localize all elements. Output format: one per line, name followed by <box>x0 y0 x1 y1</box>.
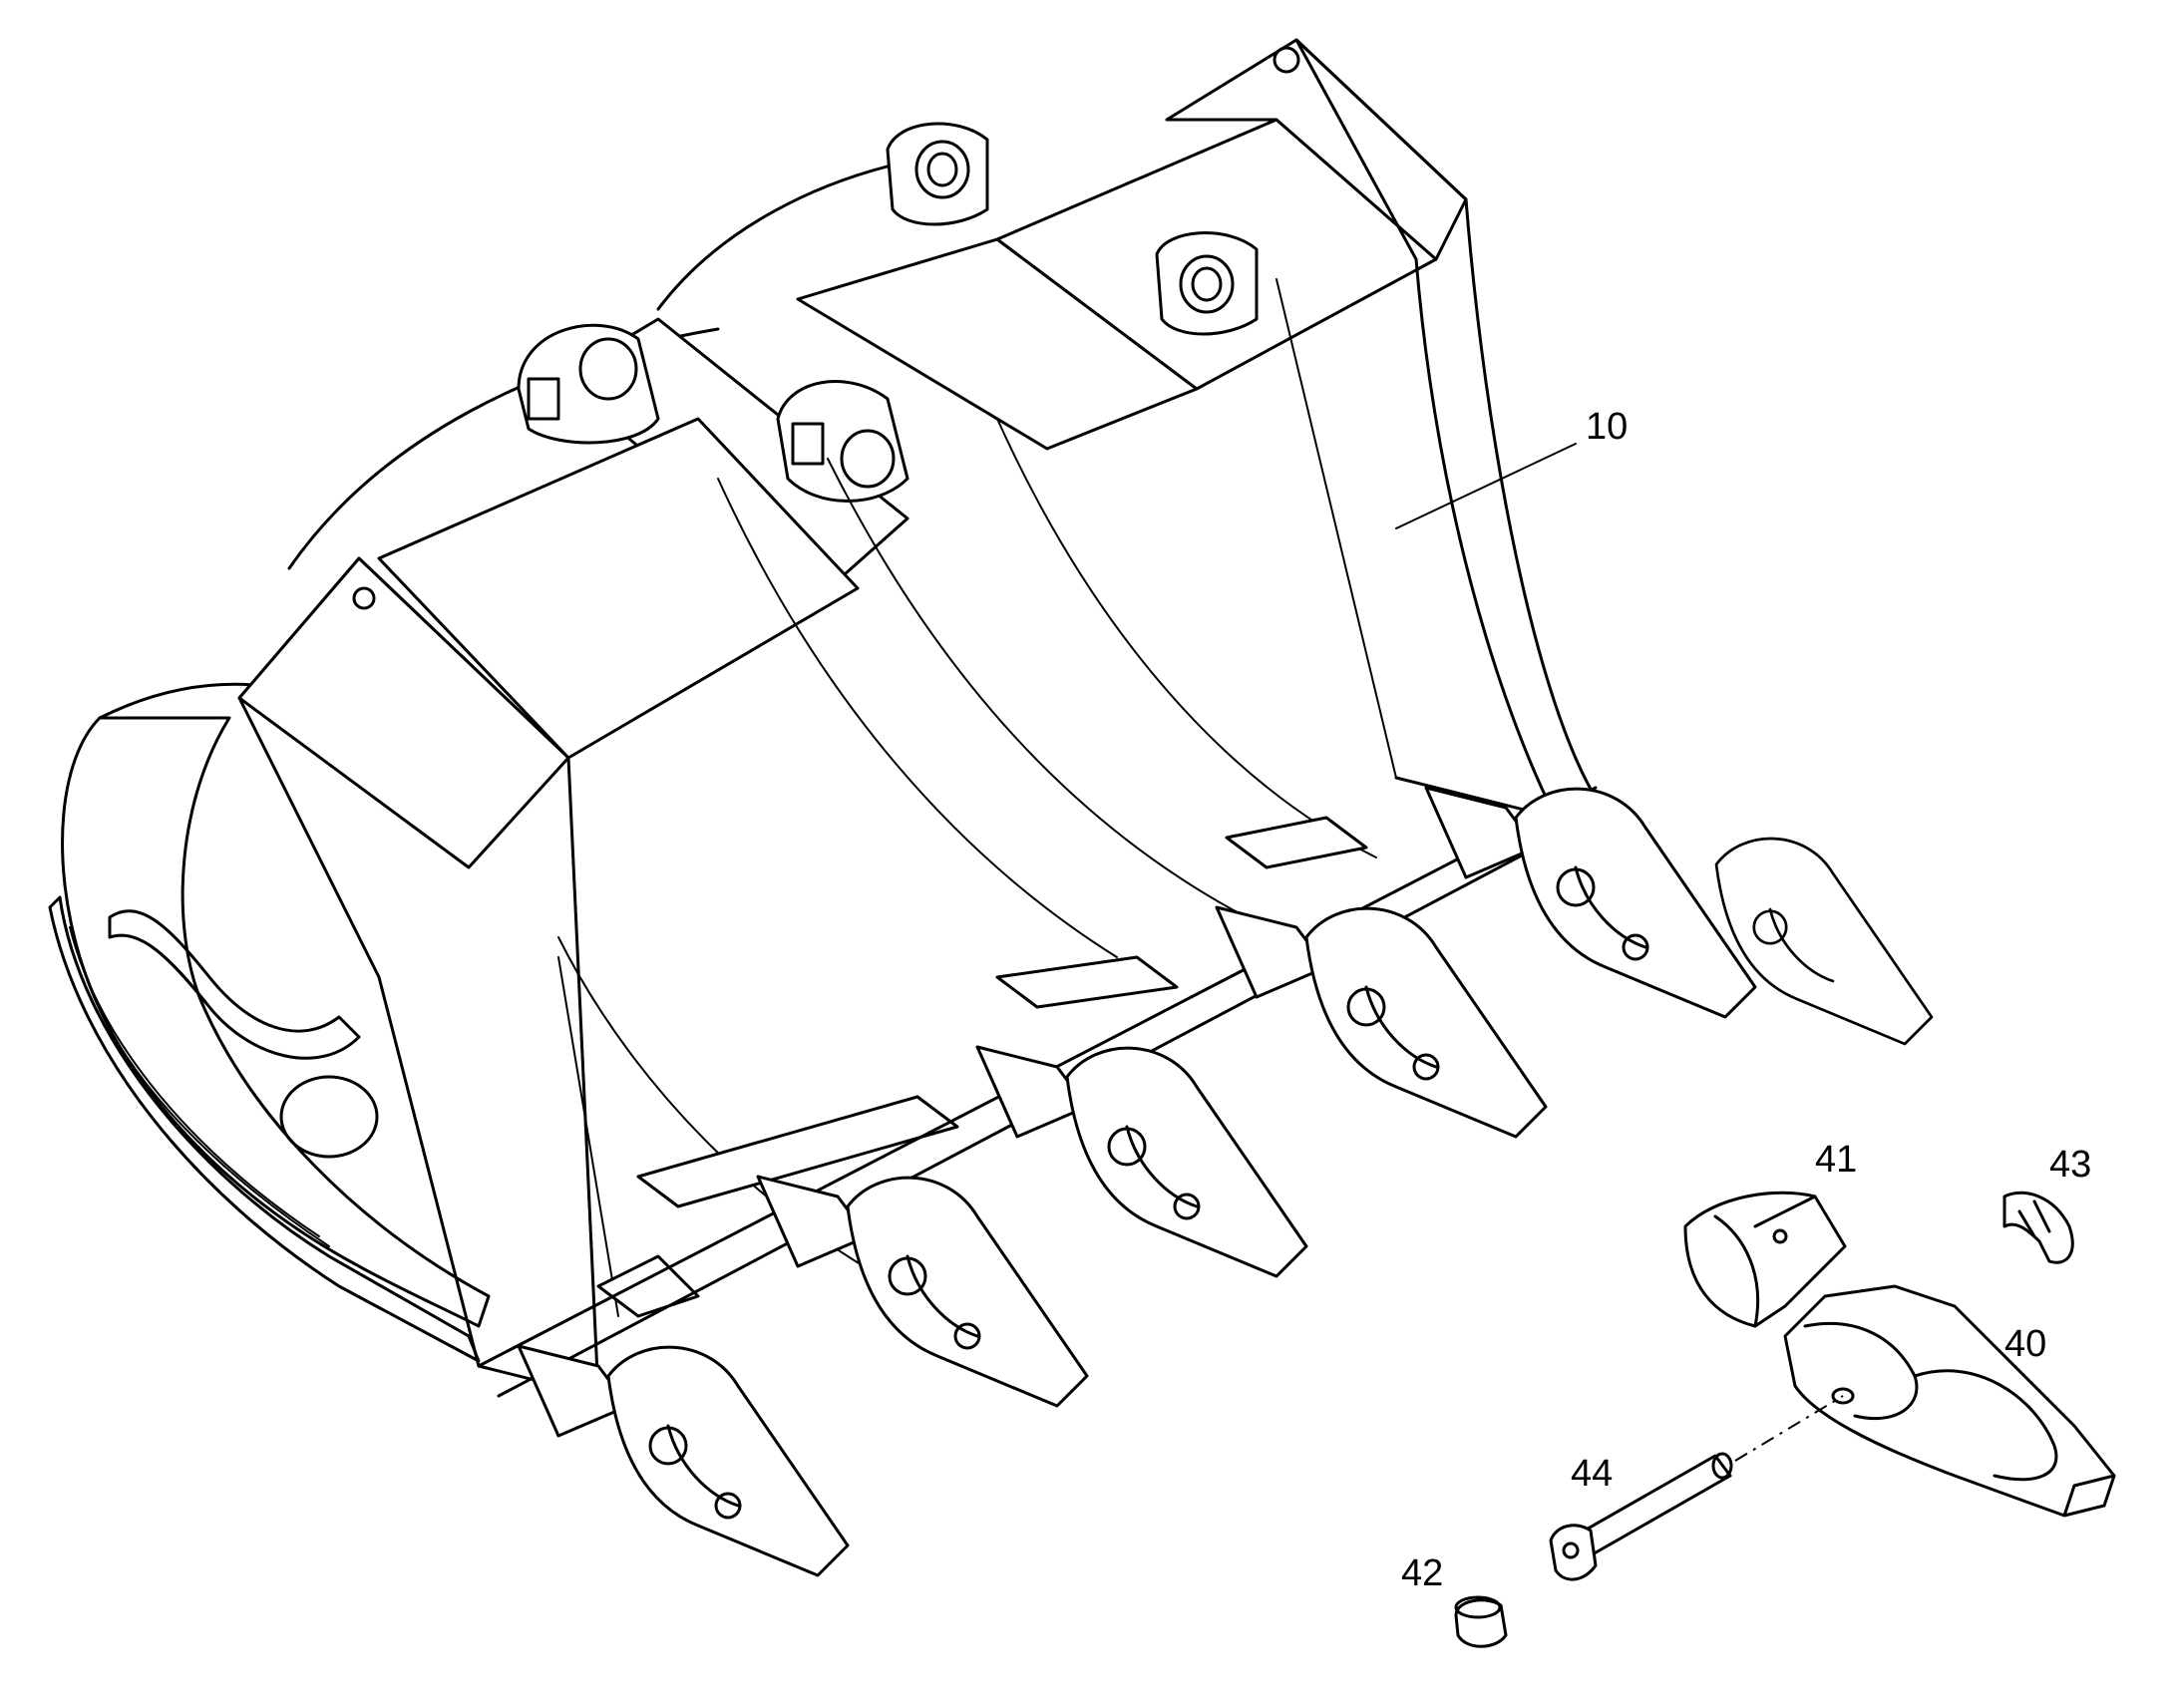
callout-10: 10 <box>1586 406 1628 448</box>
bucket-tooth <box>1215 905 1548 1139</box>
part-44-pin <box>1549 1395 1844 1581</box>
part-42-plug <box>1454 1595 1508 1648</box>
callout-43: 43 <box>2049 1144 2091 1186</box>
part-40-tooth <box>1783 1284 2116 1518</box>
bucket-tooth <box>756 1175 1089 1408</box>
callout-44: 44 <box>1571 1453 1613 1495</box>
part-43-retainer <box>2002 1191 2074 1264</box>
callout-41: 41 <box>1815 1139 1857 1181</box>
bucket-tooth <box>975 1045 1308 1278</box>
callout-42: 42 <box>1401 1552 1443 1594</box>
callout-10-leader <box>1395 443 1577 529</box>
bucket-body <box>48 38 1598 1398</box>
callout-40: 40 <box>2004 1323 2046 1365</box>
bucket-tooth <box>1714 837 1934 1046</box>
bucket-tooth <box>1424 786 1757 1019</box>
bucket-tooth <box>517 1344 850 1577</box>
bucket-teeth <box>517 786 1934 1577</box>
part-41-cover <box>1683 1191 1847 1328</box>
